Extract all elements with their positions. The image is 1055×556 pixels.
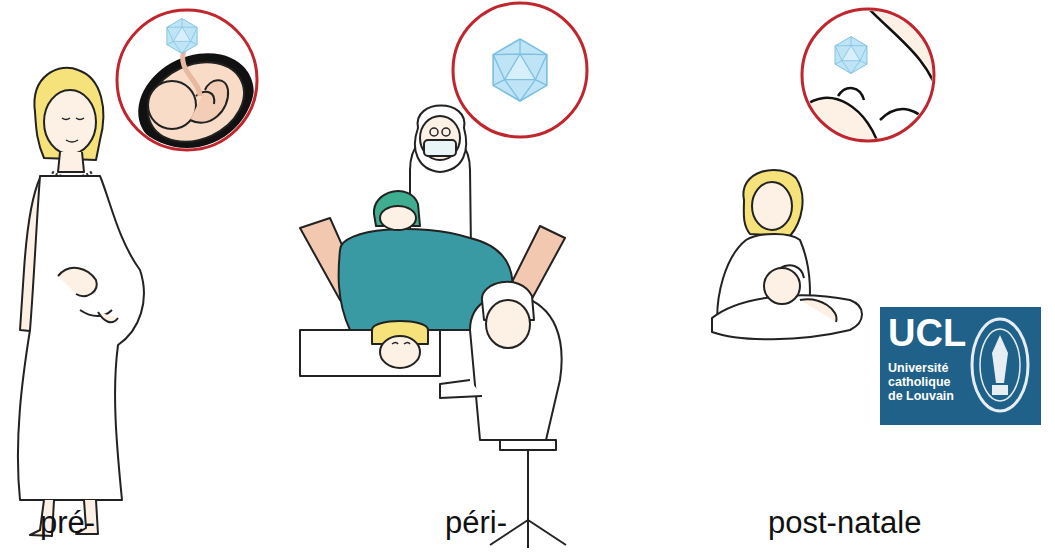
pregnant-woman bbox=[18, 68, 144, 536]
period-label: pré- bbox=[40, 505, 95, 541]
postnatal-circle bbox=[800, 9, 940, 150]
period-label: post-natale bbox=[768, 505, 921, 541]
period-label: péri- bbox=[445, 505, 507, 541]
delivery-scene bbox=[300, 106, 566, 549]
prenatal-circle bbox=[117, 10, 270, 169]
logo-box: UCL Université catholique de Louvain bbox=[880, 307, 1041, 425]
university-seal bbox=[968, 313, 1032, 417]
nursing-mother bbox=[712, 170, 862, 339]
perinatal-circle bbox=[453, 3, 587, 137]
logo-acronym: UCL bbox=[888, 313, 966, 353]
logo-name: Université catholique de Louvain bbox=[888, 361, 960, 403]
